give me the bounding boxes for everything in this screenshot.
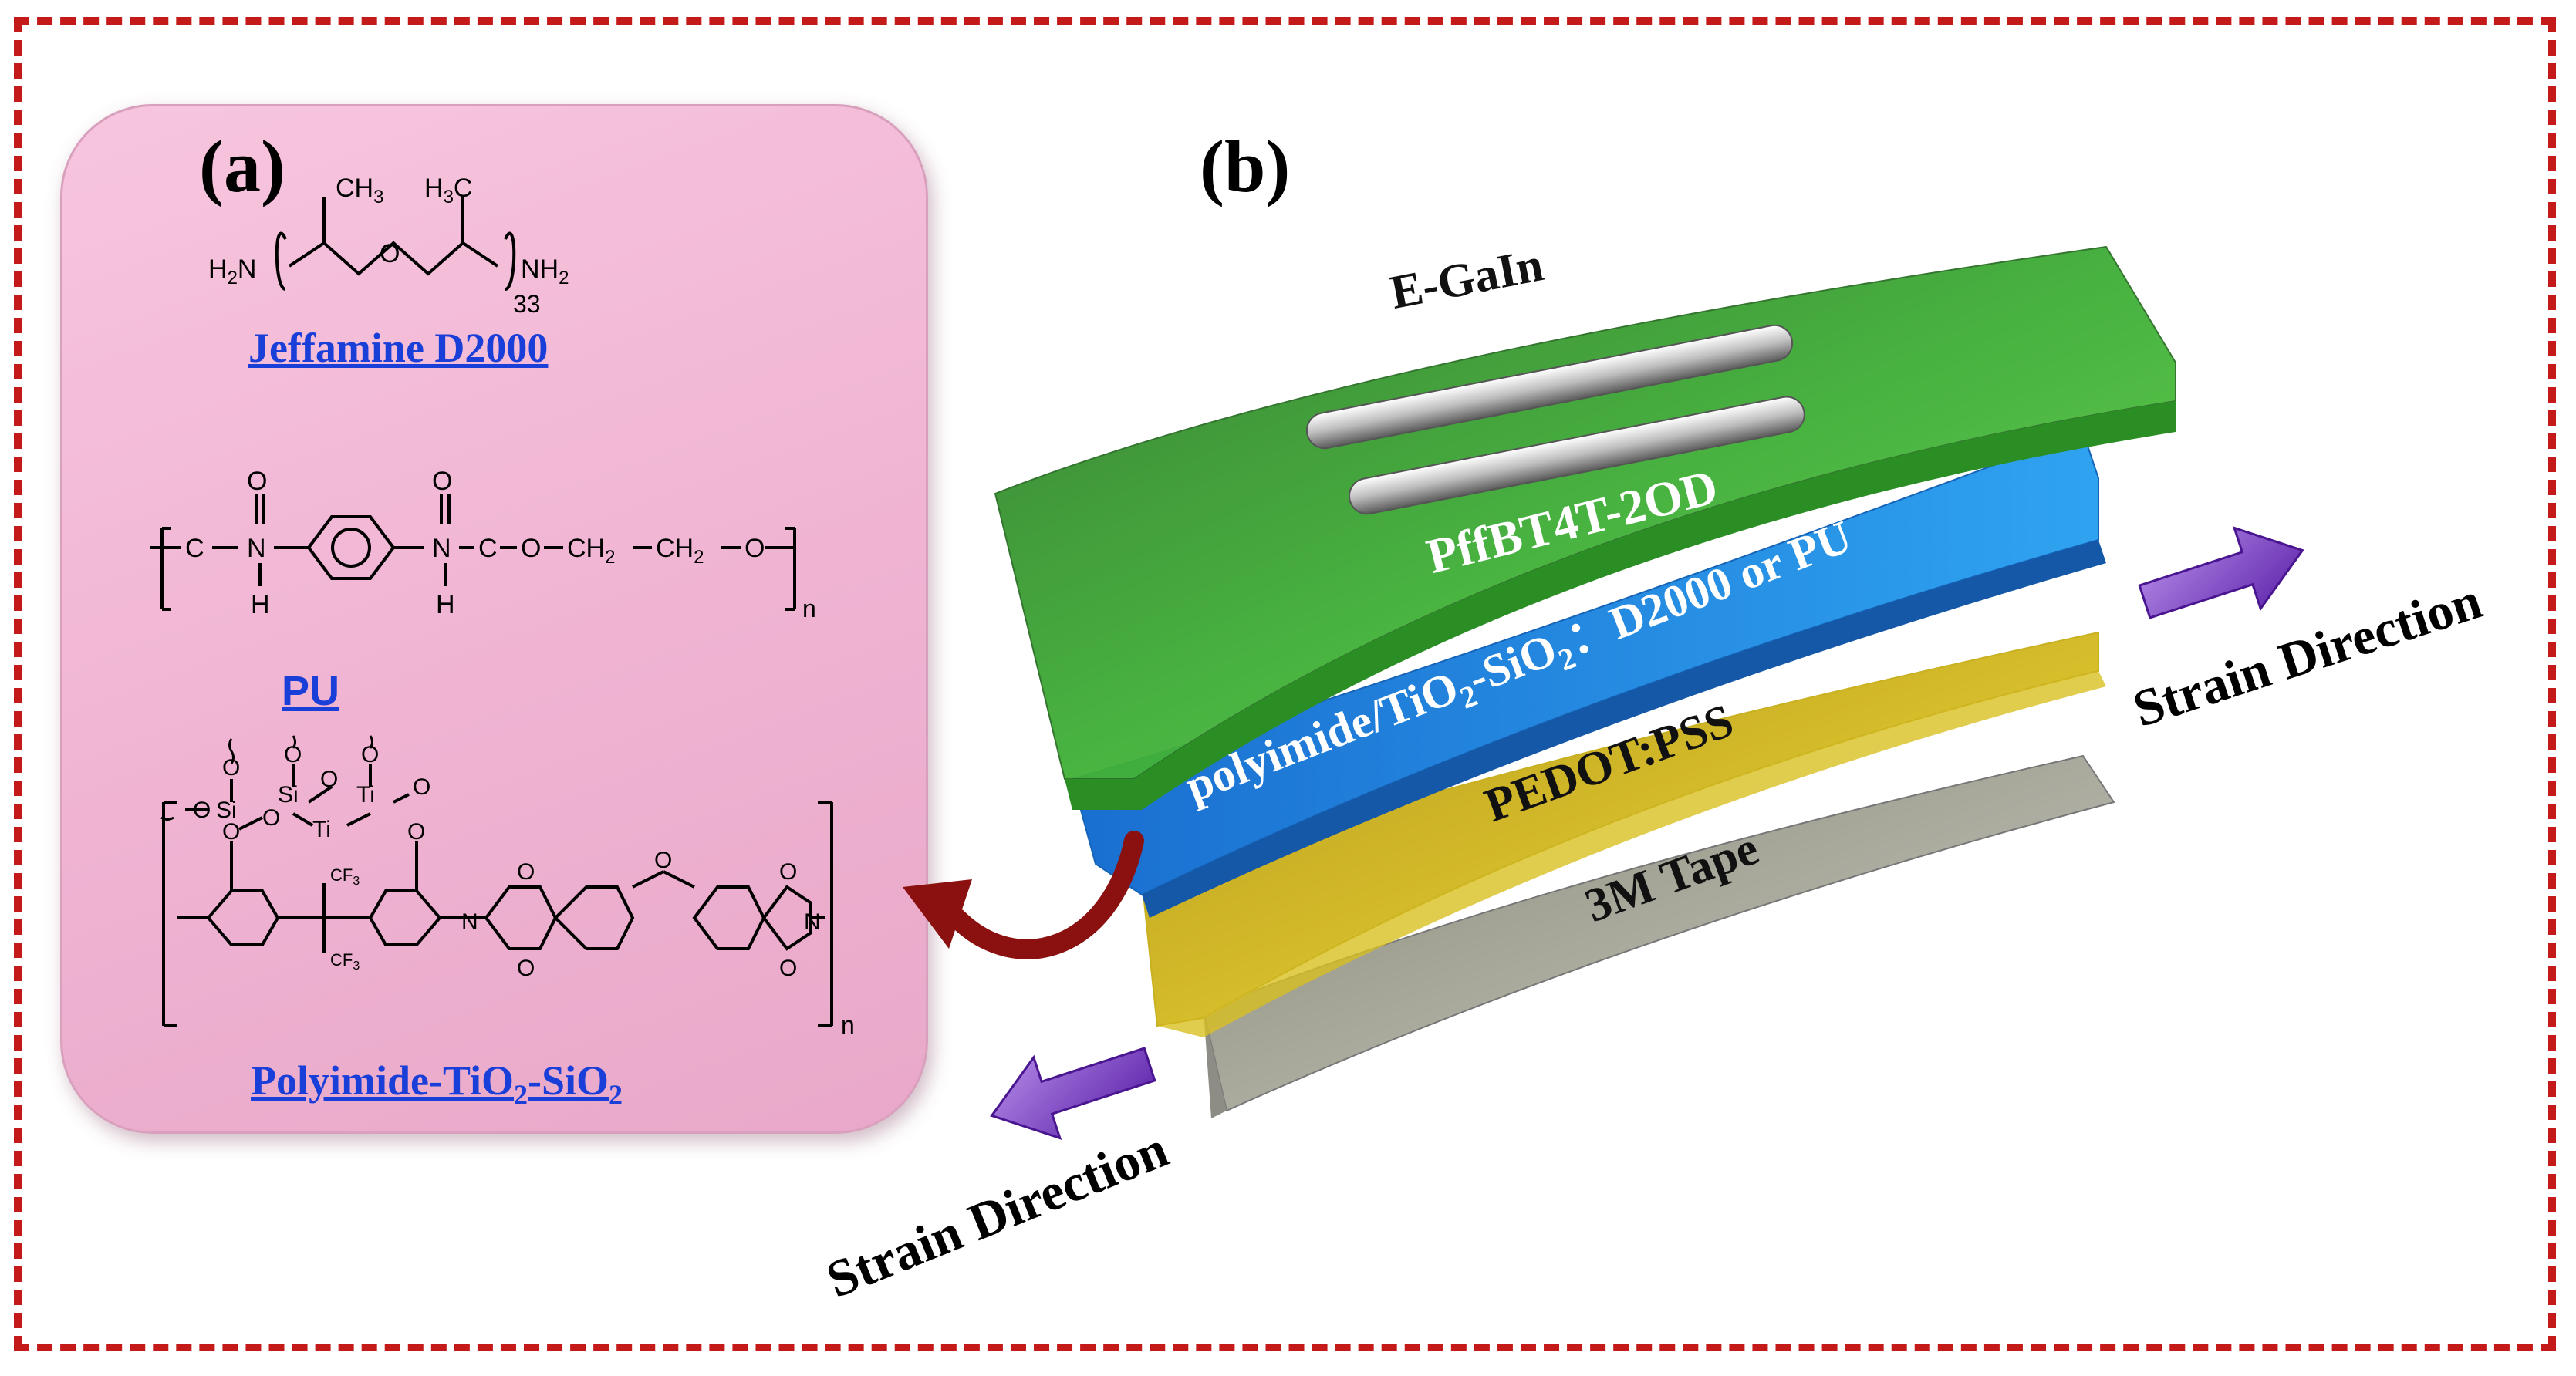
pi-o12: O <box>654 848 672 873</box>
pi-o7: O <box>361 742 379 767</box>
e-gain-electrodes <box>1305 324 1805 515</box>
h2n-atom: H2N <box>208 255 256 288</box>
pi-n1: N <box>461 909 478 935</box>
pu-h2: H <box>436 590 455 619</box>
ch3-atom: CH3 <box>336 174 383 207</box>
jeffamine-repeat-index: 33 <box>513 290 541 318</box>
strain-arrow-left <box>990 1047 1156 1140</box>
pi-o2: O <box>222 755 240 781</box>
polyimide-structure: O Si O O O Si O Ti O Ti O O O CF3 CF3 N … <box>160 735 855 1039</box>
pi-ti2: Ti <box>356 782 375 808</box>
layer-3m-tape <box>1202 754 2115 1112</box>
pi-o14: O <box>779 956 797 981</box>
panel-a-label: (a) <box>199 125 285 207</box>
pi-o8: O <box>413 774 430 800</box>
pi-o9: O <box>407 819 425 845</box>
panel-b-label: (b) <box>1200 125 1291 207</box>
dashed-frame <box>14 17 2556 1351</box>
pi-o6: O <box>320 767 338 792</box>
pi-o3: O <box>222 819 240 845</box>
pu-repeat-index: n <box>802 595 816 622</box>
jeffamine-name: Jeffamine D2000 <box>248 325 549 371</box>
pi-o1: O <box>193 798 211 823</box>
pi-si2: Si <box>278 782 299 808</box>
pu-o3: O <box>521 534 541 563</box>
ether-o-atom: O <box>380 239 400 268</box>
pi-repeat-index: n <box>841 1011 855 1039</box>
jeffamine-structure: H2N CH3 O H3C NH2 33 <box>208 174 569 318</box>
pu-name: PU <box>282 668 340 714</box>
pi-ti1: Ti <box>312 817 331 842</box>
pi-cf3-top: CF3 <box>330 865 360 888</box>
curved-arrow <box>903 831 1144 959</box>
h3c-atom: H3C <box>424 174 472 207</box>
panel-a-box <box>60 104 928 1134</box>
polyimide-name: Polyimide-TiO2-SiO2 <box>251 1057 623 1110</box>
pu-o1: O <box>247 467 267 496</box>
pu-o4: O <box>744 534 765 563</box>
pu-c1: C <box>185 534 204 563</box>
pi-o10: O <box>517 859 535 885</box>
pu-ch2-2: CH2 <box>656 534 704 568</box>
nh2-atom: NH2 <box>521 255 569 288</box>
pi-o4: O <box>262 805 280 831</box>
pu-n1: N <box>247 534 266 563</box>
pu-ch2-1: CH2 <box>567 534 615 568</box>
pi-o11: O <box>517 956 535 981</box>
pi-o5: O <box>284 742 302 767</box>
pu-h1: H <box>251 590 270 619</box>
pu-structure: C O N H O N H C O CH2 CH2 O n <box>150 467 816 622</box>
pu-c2: C <box>478 534 498 563</box>
pu-o2: O <box>432 467 452 496</box>
pi-cf3-bottom: CF3 <box>330 950 360 973</box>
pu-n2: N <box>432 534 451 563</box>
pi-o13: O <box>779 859 797 885</box>
strain-arrow-right <box>2138 526 2304 619</box>
pi-n2: N <box>804 909 821 935</box>
pi-si1: Si <box>216 798 237 823</box>
